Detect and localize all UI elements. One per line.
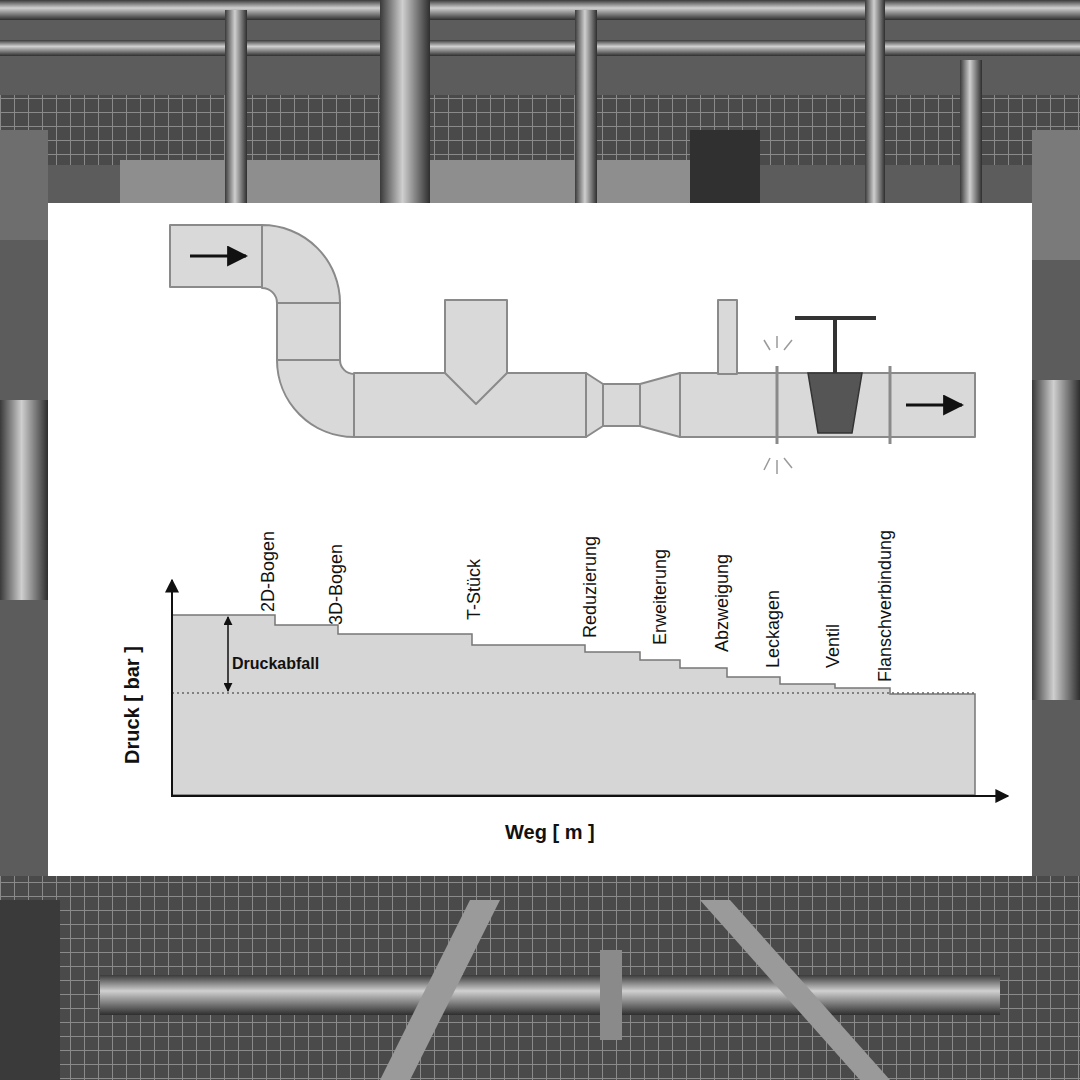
bg-actuator	[1032, 130, 1080, 260]
bg-pipe	[380, 900, 500, 1080]
bg-pipe	[575, 10, 597, 205]
cable-tray	[0, 95, 1080, 165]
bg-pipe	[100, 975, 1000, 1015]
valve-wedge	[808, 373, 862, 433]
pipe-bend	[277, 360, 354, 437]
dimension-label: Druckabfall	[232, 654, 319, 674]
component-label: Flanschverbindung	[875, 530, 895, 682]
leak-mark	[764, 340, 770, 350]
component-label: Ventil	[823, 624, 843, 668]
flow-arrow	[906, 404, 962, 407]
valve	[795, 318, 876, 433]
component-label: 3D-Bogen	[326, 544, 346, 625]
pipe-segment	[603, 384, 640, 426]
leak-mark	[784, 340, 792, 350]
axis-title: Druck [ bar ]	[122, 646, 142, 764]
pipe-segment	[277, 303, 340, 360]
flow-arrow	[190, 255, 246, 258]
flanges	[777, 366, 890, 444]
pressure-drop-arrow	[227, 617, 229, 691]
inlet-pipe	[170, 225, 262, 287]
component-label: Erweiterung	[650, 549, 670, 645]
y-axis	[171, 580, 173, 796]
bg-pipe	[0, 400, 48, 600]
component-label: 2D-Bogen	[258, 531, 278, 612]
valve-stem	[833, 318, 837, 375]
component-label: Leckagen	[763, 590, 783, 668]
axis-title: Weg [ m ]	[505, 822, 595, 842]
x-axis	[171, 795, 1008, 797]
bg-pipe	[0, 40, 1080, 56]
bg-actuator	[0, 130, 48, 240]
joint	[262, 249, 277, 251]
bg-pipe	[960, 60, 982, 205]
leak-mark	[776, 336, 778, 348]
component-label: Reduzierung	[580, 536, 600, 638]
bg-flange	[600, 950, 622, 1040]
component-label: T-Stück	[464, 559, 484, 620]
bg-pipe	[865, 0, 885, 205]
pressure-area	[172, 615, 975, 795]
pipe-bend	[262, 225, 340, 303]
bg-pipe	[700, 900, 890, 1080]
leak-mark	[784, 458, 792, 468]
reducer	[586, 373, 603, 437]
bg-pipe	[0, 0, 1080, 20]
bg-grating	[0, 876, 1080, 1080]
flange	[889, 366, 892, 444]
diagram-panel	[48, 203, 1032, 876]
branch-stub	[718, 300, 737, 374]
leak-mark	[776, 460, 778, 474]
leak-mark	[764, 458, 770, 470]
bg-pipe	[380, 0, 430, 205]
flange	[776, 366, 779, 444]
pipe-segment	[680, 373, 975, 437]
bg-tank	[1032, 380, 1080, 700]
t-piece	[445, 300, 507, 404]
bg-pipe	[0, 900, 60, 1080]
leak-marks	[764, 336, 792, 474]
component-label: Abzweigung	[712, 554, 732, 652]
expander	[640, 373, 680, 437]
pipe-illustration	[170, 225, 975, 437]
bg-pipe	[225, 10, 247, 205]
reference-line	[172, 692, 975, 694]
